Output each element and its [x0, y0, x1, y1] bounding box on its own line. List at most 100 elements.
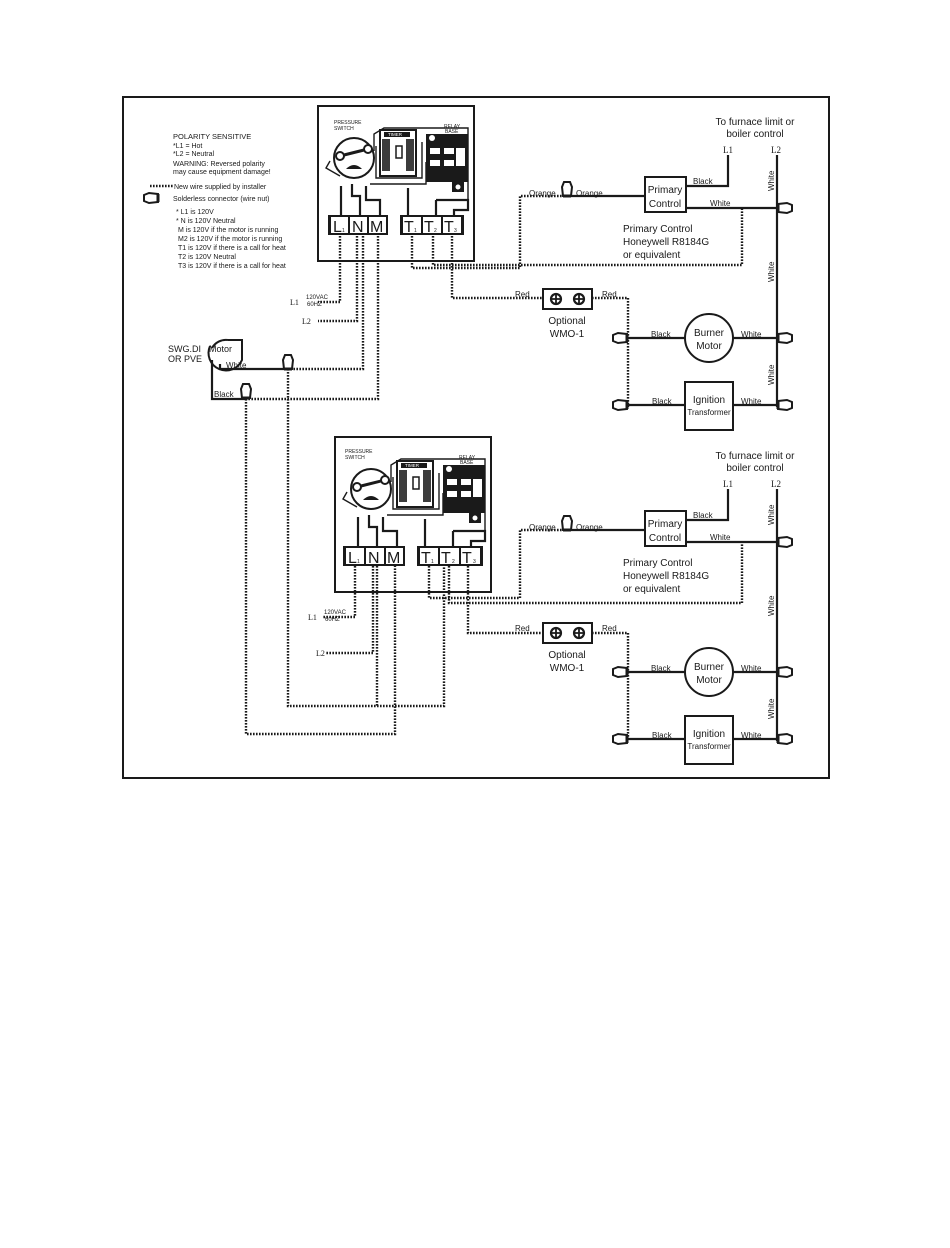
timer-label: TIMER	[405, 463, 420, 468]
supply-frequency-label-1: 60HZ	[307, 302, 322, 308]
terminal-t2: T	[441, 550, 451, 567]
wire-nut-icon	[611, 665, 629, 679]
wire-label-orange: Orange	[576, 523, 603, 532]
primary-control-desc: or equivalent	[623, 584, 680, 595]
wire-label-black: Black	[693, 177, 714, 186]
pressure-switch-label: PRESSURE	[345, 449, 373, 455]
terminal-block-right: T 1 T 2 T 3	[417, 546, 483, 567]
supply-voltage-label-1: 120VAC	[306, 295, 329, 301]
svg-text:1: 1	[431, 559, 434, 565]
svg-text:White: White	[226, 361, 247, 370]
furnace-limit-label: To furnace limit or	[716, 451, 796, 462]
wire-nut-icon	[281, 353, 295, 371]
supply-frequency-label-2: 60HZ	[325, 617, 340, 623]
l1-label: L1	[723, 145, 733, 155]
wire-label-black: Black	[693, 511, 714, 520]
terminal-l1: L	[348, 550, 357, 567]
legend-note: * N is 120V Neutral	[176, 218, 236, 225]
relay-base-label: BASE	[445, 129, 459, 135]
wire-black-l1	[686, 155, 730, 188]
wire-l2-supply-1	[318, 236, 359, 323]
wire-nut-icon	[239, 382, 253, 400]
wire-nut-icon	[142, 191, 160, 205]
venter-black-wire	[210, 360, 246, 401]
burner-motor-label: Burner	[694, 328, 725, 339]
venter-motor: Motor SWG.DI OR PVE White Black	[168, 338, 295, 401]
furnace-limit-label: To furnace limit or	[716, 117, 796, 128]
legend-line: *L1 = Hot	[173, 143, 202, 150]
primary-control-label: Primary	[648, 185, 682, 196]
venter-model-1: SWG.DI	[168, 344, 201, 354]
ignition-label: Ignition	[693, 729, 725, 740]
primary-control-label: Control	[649, 533, 681, 544]
ignition-transformer	[684, 715, 734, 765]
terminal-block-left: L 1 N M	[343, 546, 405, 567]
primary-control-label: Primary	[648, 519, 682, 530]
terminal-t2: T	[424, 219, 434, 236]
wire-label-white: White	[767, 504, 776, 525]
controller-module-2: PRESSURE SWITCH TIMER RELAY BASE L 1 N M…	[333, 435, 493, 594]
relay-base-label: RELAY	[444, 124, 461, 130]
wire-n-venter-1	[290, 236, 365, 371]
primary-control-label: Control	[649, 199, 681, 210]
wire-l2-supply-2	[326, 566, 375, 655]
wire-label-red: Red	[515, 624, 530, 633]
primary-control-box	[644, 176, 687, 213]
terminal-m: M	[370, 219, 383, 236]
wire-label-white: White	[741, 330, 762, 339]
wmo-label: Optional	[548, 650, 585, 661]
legend-note: T2 is 120V Neutral	[178, 254, 236, 261]
wire-l1-supply-2	[322, 566, 357, 619]
terminal-l1: L	[333, 219, 342, 236]
wire-label-red: Red	[602, 290, 617, 299]
wire-label-white: White	[741, 731, 762, 740]
wmo-label: Optional	[548, 316, 585, 327]
diagram-frame	[122, 96, 830, 779]
wire-label-black: Black	[651, 664, 672, 673]
furnace-limit-label: boiler control	[726, 463, 783, 474]
wire-l1-supply-1	[318, 236, 342, 304]
wire-label-black: Black	[652, 397, 673, 406]
wire-label-orange: Orange	[576, 189, 603, 198]
relay-base-label: RELAY	[459, 455, 476, 461]
legend-line: *L2 = Neutral	[173, 151, 214, 158]
primary-control-desc: Primary Control	[623, 224, 692, 235]
svg-text:2: 2	[452, 559, 455, 565]
wire-label-white: White	[767, 364, 776, 385]
l1-label: L1	[723, 479, 733, 489]
timer-label: TIMER	[388, 132, 403, 137]
terminal-n: N	[352, 219, 364, 236]
primary-control-box	[644, 510, 687, 547]
wire-label-white: White	[741, 397, 762, 406]
legend-note: T1 is 120V if there is a call for heat	[178, 245, 286, 252]
primary-control-desc: Honeywell R8184G	[623, 237, 709, 248]
svg-text:3: 3	[473, 559, 476, 565]
venter-white-wire	[218, 364, 288, 371]
svg-text:1: 1	[414, 228, 417, 234]
burner-motor-label: Burner	[694, 662, 725, 673]
wire-m-venter-2	[244, 399, 397, 736]
wire-label-white: White	[710, 533, 731, 542]
pressure-switch-label: SWITCH	[345, 455, 365, 461]
supply-l1-label-2: L1	[308, 613, 317, 622]
wire-nut-icon	[560, 180, 574, 198]
wire-nut-icon	[776, 331, 794, 345]
wire-n-venter-2	[286, 369, 446, 708]
relay-base-label: BASE	[460, 460, 474, 466]
terminal-block-right: T 1 T 2 T 3	[400, 215, 464, 236]
ignition-label: Ignition	[693, 395, 725, 406]
supply-l2-label-1: L2	[302, 317, 311, 326]
burner-motor-label: Motor	[696, 675, 722, 686]
legend-line: WARNING: Reversed polarity	[173, 161, 265, 168]
wire-nut-icon	[611, 331, 629, 345]
wire-label-orange: Orange	[529, 189, 556, 198]
ignition-label: Transformer	[687, 742, 731, 751]
wmo-label: WMO-1	[550, 663, 585, 674]
supply-l1-label-1: L1	[290, 298, 299, 307]
supply-l2-label-2: L2	[316, 649, 325, 658]
terminal-t3: T	[444, 219, 454, 236]
ignition-label: Transformer	[687, 408, 731, 417]
wire-label-white: White	[767, 170, 776, 191]
